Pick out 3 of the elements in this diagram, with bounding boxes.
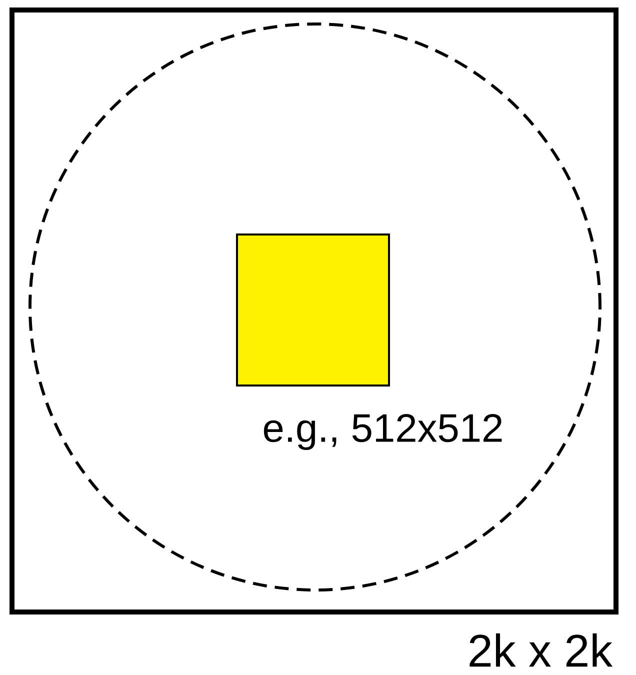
square-box: [236, 234, 390, 386]
size-label: e.g., 512x512: [264, 414, 502, 450]
size-label: 2k x 2k: [470, 633, 613, 667]
